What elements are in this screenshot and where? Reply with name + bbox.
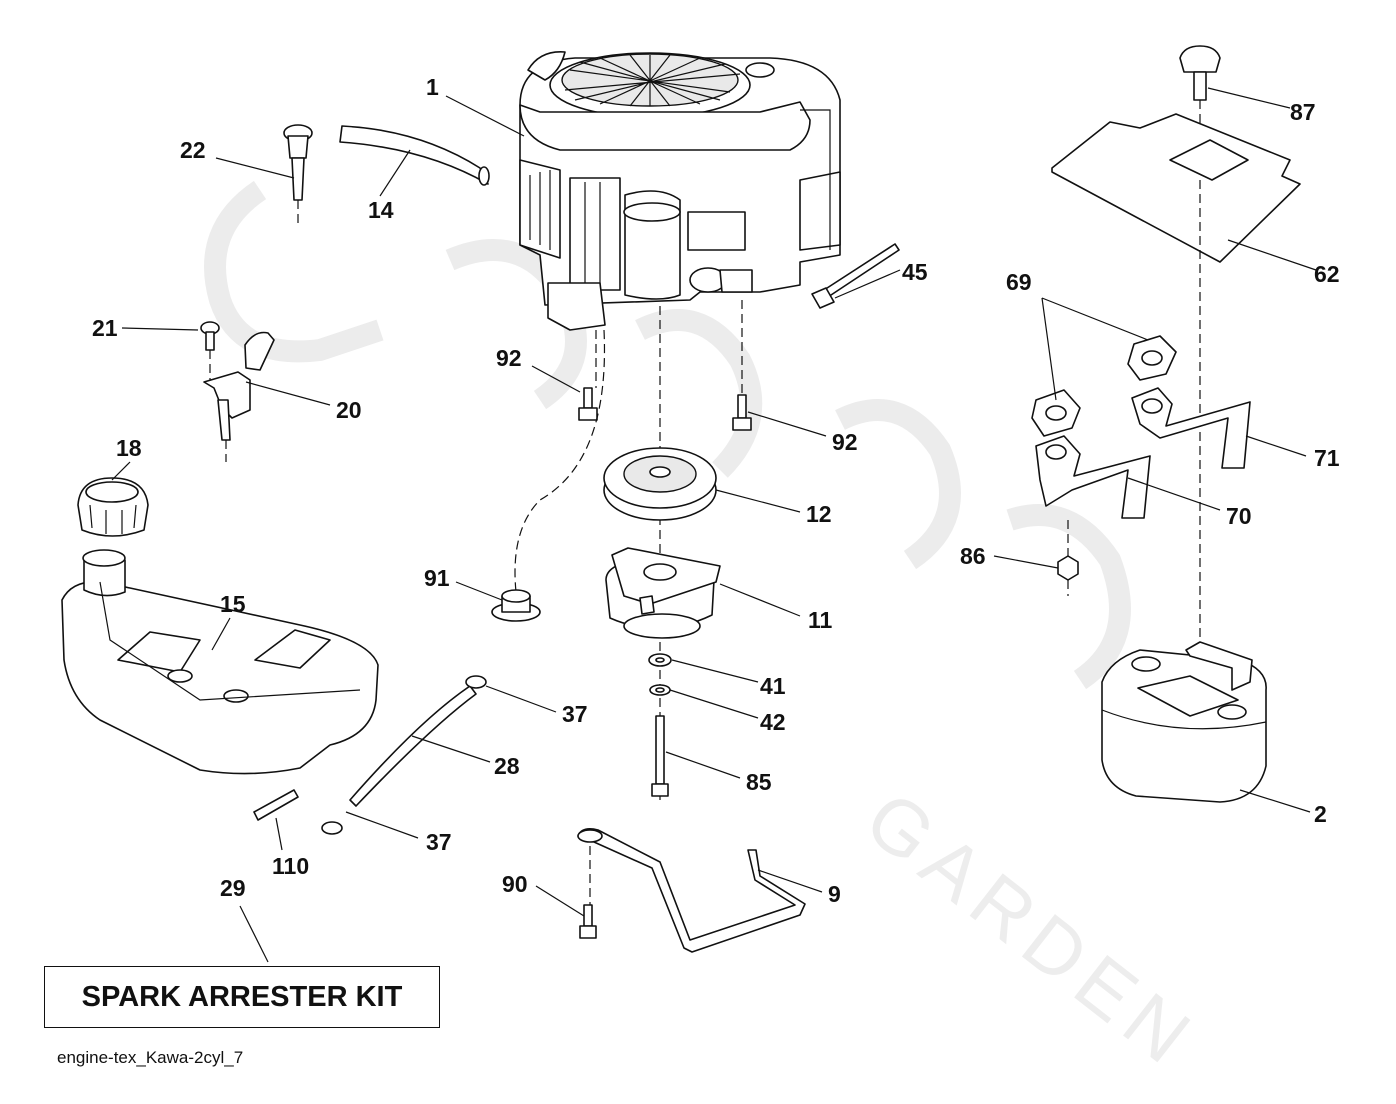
- engine-bolt-right: [732, 300, 752, 431]
- support-bracket: [577, 828, 806, 953]
- callout-labels: 1 22 14 87 62 45 69 21 20 92 92 71 18 12…: [92, 74, 1340, 907]
- callout-28: 28: [494, 753, 520, 779]
- callout-87: 87: [1290, 99, 1316, 125]
- callout-21: 21: [92, 315, 118, 341]
- dipstick: [283, 124, 313, 228]
- spark-plug-lead: [811, 243, 900, 309]
- drawing-reference: engine-tex_Kawa-2cyl_7: [57, 1048, 244, 1067]
- exhaust-gasket-lower: [1031, 389, 1081, 437]
- callout-90: 90: [502, 871, 528, 897]
- engine-bolt-left: [578, 330, 598, 421]
- callout-37-upper: 37: [562, 701, 588, 727]
- callout-2: 2: [1314, 801, 1327, 827]
- callout-92-right: 92: [832, 429, 858, 455]
- fuel-tank: [61, 549, 379, 775]
- callout-20: 20: [336, 397, 362, 423]
- callout-15: 15: [220, 591, 246, 617]
- svg-text:GARDEN: GARDEN: [850, 774, 1214, 1086]
- callout-37-lower: 37: [426, 829, 452, 855]
- heat-shield: [1051, 113, 1301, 660]
- choke-bracket: [200, 321, 275, 462]
- engine-pulley: [603, 447, 717, 521]
- fuel-connector: [253, 789, 299, 821]
- clutch-bolt: [651, 715, 669, 797]
- bracket-bolt: [579, 846, 597, 939]
- breather-hose: [339, 125, 490, 186]
- callout-29: 29: [220, 875, 246, 901]
- exhaust-gasket-upper: [1127, 335, 1177, 381]
- callout-41: 41: [760, 673, 786, 699]
- muffler: [1101, 641, 1267, 803]
- callout-62: 62: [1314, 261, 1340, 287]
- spacer: [491, 589, 541, 622]
- callout-91: 91: [424, 565, 450, 591]
- callout-18: 18: [116, 435, 142, 461]
- exhaust-nut: [1057, 520, 1079, 596]
- callout-69: 69: [1006, 269, 1032, 295]
- callout-12: 12: [806, 501, 832, 527]
- fuel-line: [321, 675, 487, 835]
- callout-70: 70: [1226, 503, 1252, 529]
- callout-1: 1: [426, 74, 439, 100]
- spark-arrester-kit-box: SPARK ARRESTER KIT: [44, 966, 440, 1028]
- washer-41: [648, 653, 672, 667]
- spark-arrester-kit-label: SPARK ARRESTER KIT: [81, 980, 403, 1013]
- fuel-cap: [77, 477, 149, 537]
- callout-42: 42: [760, 709, 786, 735]
- callout-14: 14: [368, 197, 394, 223]
- callout-86: 86: [960, 543, 986, 569]
- exhaust-pipe-70: [1035, 435, 1151, 519]
- callout-71: 71: [1314, 445, 1340, 471]
- callout-22: 22: [180, 137, 206, 163]
- callout-11: 11: [808, 607, 833, 633]
- leader-lines: [111, 87, 1317, 963]
- electric-clutch: [605, 547, 721, 639]
- engine: [519, 51, 841, 331]
- heat-shield-knob: [1179, 45, 1221, 150]
- washer-42: [649, 684, 671, 696]
- exhaust-pipe-71: [1131, 387, 1251, 469]
- callout-85: 85: [746, 769, 772, 795]
- callout-110: 110: [272, 853, 309, 879]
- callout-9: 9: [828, 881, 841, 907]
- callout-92-left: 92: [496, 345, 522, 371]
- watermark-logo: GARDEN: [204, 180, 1214, 1086]
- callout-45: 45: [902, 259, 928, 285]
- drain-hose-path: [514, 329, 606, 593]
